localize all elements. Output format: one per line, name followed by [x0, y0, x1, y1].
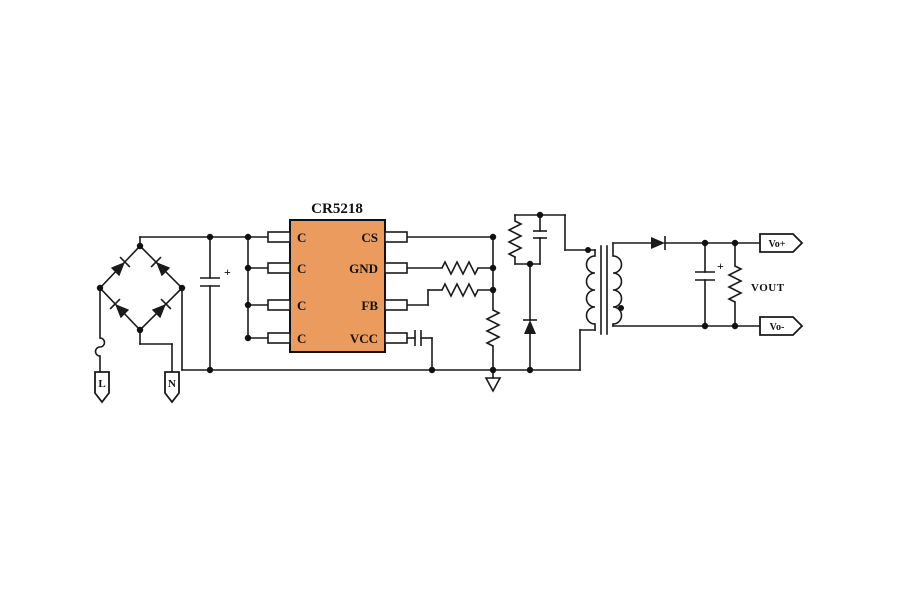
transformer [585, 245, 624, 335]
junction-dot [489, 264, 497, 272]
pin-stub [384, 231, 408, 243]
junction-dot [136, 242, 144, 250]
secondary-winding [612, 255, 623, 325]
pin-stub [267, 332, 291, 344]
junction-dot [731, 239, 739, 247]
primary-phase-dot [585, 247, 591, 253]
secondary-phase-dot [618, 305, 624, 311]
bulk-capacitor: + [200, 265, 231, 287]
junction-dot [526, 260, 534, 268]
output-terminals: Vo+ Vo- VOUT [751, 233, 804, 336]
junction-dot [489, 233, 497, 241]
junction-dot [701, 322, 709, 330]
bridge-rectifier [98, 244, 184, 332]
pin-label-cs: CS [361, 230, 378, 245]
junction-dot [244, 334, 252, 342]
junction-dot [428, 366, 436, 374]
vcc-capacitor [414, 330, 422, 346]
resistor-fb [441, 282, 479, 298]
pin-stub [384, 262, 408, 274]
pin-label-c4: C [297, 331, 306, 346]
pin-label-fb: FB [361, 298, 378, 313]
bridge-diode-icon [151, 298, 172, 319]
terminal-vo-plus: Vo+ [759, 233, 804, 253]
ic-title: CR5218 [311, 201, 363, 217]
junction-dot [206, 366, 214, 374]
output-capacitor: + [695, 259, 724, 281]
junction-dot [206, 233, 214, 241]
bulk-cap-polarity-label: + [224, 265, 231, 279]
resistor-load [727, 265, 743, 303]
bridge-diode-icon [109, 298, 130, 319]
pin-label-c3: C [297, 298, 306, 313]
junction-dot [489, 286, 497, 294]
output-diode-icon [651, 236, 666, 250]
wires [99, 214, 761, 373]
resistor-gnd [441, 260, 479, 276]
junction-dot [244, 233, 252, 241]
bridge-diode-icon [110, 256, 131, 277]
junction-dot [244, 301, 252, 309]
terminal-l: L [94, 371, 110, 404]
pin-label-gnd: GND [349, 261, 378, 276]
junction-dot [701, 239, 709, 247]
snubber-capacitor [533, 230, 547, 239]
junction-dot [96, 284, 104, 292]
junction-dot [244, 264, 252, 272]
pin-label-c1: C [297, 230, 306, 245]
pin-stub [267, 299, 291, 311]
terminal-n-label: N [168, 378, 176, 390]
junction-dot [489, 366, 497, 374]
pin-stub [384, 299, 408, 311]
junction-dot [536, 211, 544, 219]
ic-cr5218: CR5218 C C C C CS GND FB VCC [267, 201, 408, 353]
pin-label-vcc: VCC [350, 331, 378, 346]
terminal-l-label: L [98, 378, 105, 390]
terminal-vo-minus-label: Vo- [770, 322, 785, 333]
junction-dot [178, 284, 186, 292]
resistor-snubber [507, 220, 523, 258]
pin-label-c2: C [297, 261, 306, 276]
pin-stub [267, 231, 291, 243]
clamp-diode-icon [523, 319, 537, 334]
junction-dot [136, 326, 144, 334]
output-cap-polarity-label: + [717, 259, 724, 273]
terminal-n: N [164, 371, 180, 404]
primary-winding [585, 255, 596, 325]
resistor-sense [485, 309, 501, 347]
ac-input-terminals: L N [94, 371, 180, 404]
bridge-diode-icon [150, 256, 171, 277]
vout-label: VOUT [751, 282, 785, 294]
junction-dot [526, 366, 534, 374]
ic-body [289, 219, 386, 353]
pin-stub [384, 332, 408, 344]
terminal-vo-plus-label: Vo+ [768, 239, 785, 250]
fuse-icon [94, 337, 106, 357]
junction-dots [96, 211, 739, 374]
terminal-vo-minus: Vo- [759, 316, 804, 336]
junction-dot [731, 322, 739, 330]
pin-stub [267, 262, 291, 274]
